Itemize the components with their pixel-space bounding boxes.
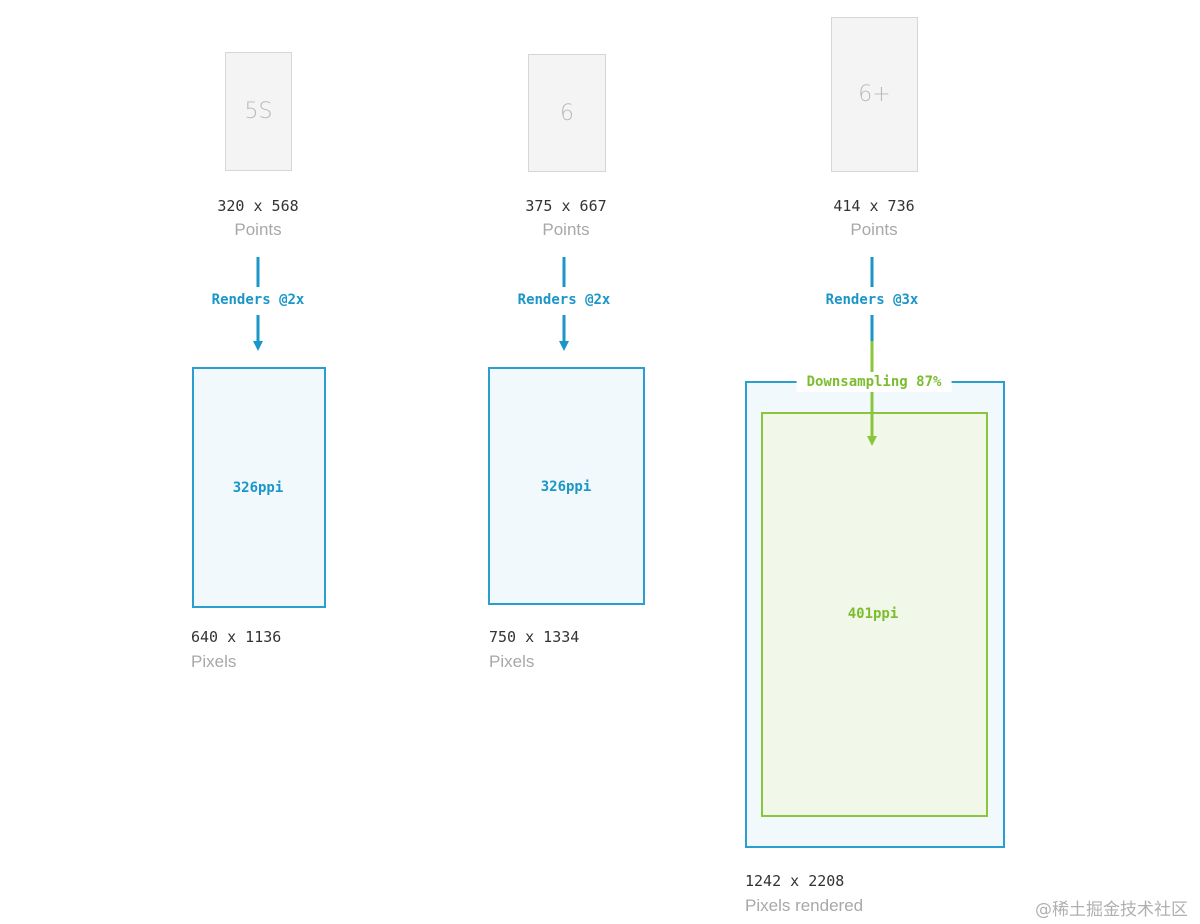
- device-5s: 5S: [225, 52, 292, 171]
- pixel-dims: 640 x 1136: [191, 628, 282, 646]
- downsampled-box: [761, 412, 988, 817]
- pixel-unit: Pixels: [191, 652, 237, 671]
- render-line-bottom: [562, 315, 566, 342]
- points-dims: 320 x 568: [217, 197, 299, 215]
- pixel-box: [488, 367, 645, 605]
- points-unit: Points: [234, 220, 282, 239]
- render-line-bottom: [870, 315, 874, 341]
- pixel-dims: 750 x 1334: [489, 628, 580, 646]
- points-unit: Points: [542, 220, 590, 239]
- ppi-label: 326ppi: [232, 480, 284, 496]
- ppi-label: 401ppi: [847, 606, 899, 622]
- renders-label: Renders @2x: [211, 292, 305, 308]
- ppi-label: 326ppi: [540, 479, 592, 495]
- render-line-top: [562, 257, 566, 287]
- device-label: 5S: [244, 99, 273, 124]
- renders-label: Renders @2x: [517, 292, 611, 308]
- pixel-dims: 1242 x 2208: [745, 872, 845, 890]
- arrow-down-icon: [253, 341, 263, 351]
- watermark: @稀土掘金技术社区: [1035, 900, 1188, 920]
- render-line-top: [256, 257, 260, 287]
- pixel-unit: Pixels: [489, 652, 535, 671]
- device-label: 6: [560, 100, 574, 126]
- points-dims: 375 x 667: [525, 197, 607, 215]
- points-dims: 414 x 736: [833, 197, 915, 215]
- pixel-box: [192, 367, 326, 608]
- device-label: 6+: [858, 82, 891, 107]
- render-line-top: [870, 257, 874, 287]
- device-6-plus: 6+: [831, 17, 918, 172]
- arrow-down-icon: [867, 436, 877, 446]
- render-line-bottom: [256, 315, 260, 342]
- points-unit: Points: [850, 220, 898, 239]
- downsampling-label: Downsampling 87%: [796, 372, 952, 392]
- pixel-unit: Pixels rendered: [745, 896, 864, 915]
- arrow-down-icon: [559, 341, 569, 351]
- renders-label: Renders @3x: [825, 292, 919, 308]
- device-6: 6: [528, 54, 606, 172]
